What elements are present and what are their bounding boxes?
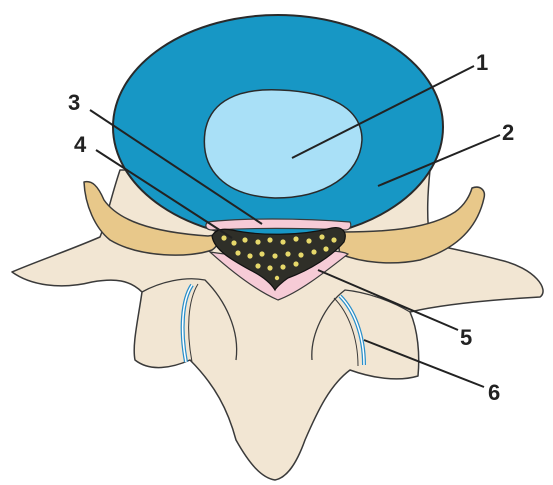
callout-label-3: 3 xyxy=(68,90,80,115)
callout-label-6: 6 xyxy=(488,380,500,405)
callout-label-2: 2 xyxy=(502,120,514,145)
callout-label-1: 1 xyxy=(476,50,488,75)
callout-label-4: 4 xyxy=(74,132,87,157)
nucleus-pulposus xyxy=(204,90,362,198)
callout-label-5: 5 xyxy=(460,325,472,350)
